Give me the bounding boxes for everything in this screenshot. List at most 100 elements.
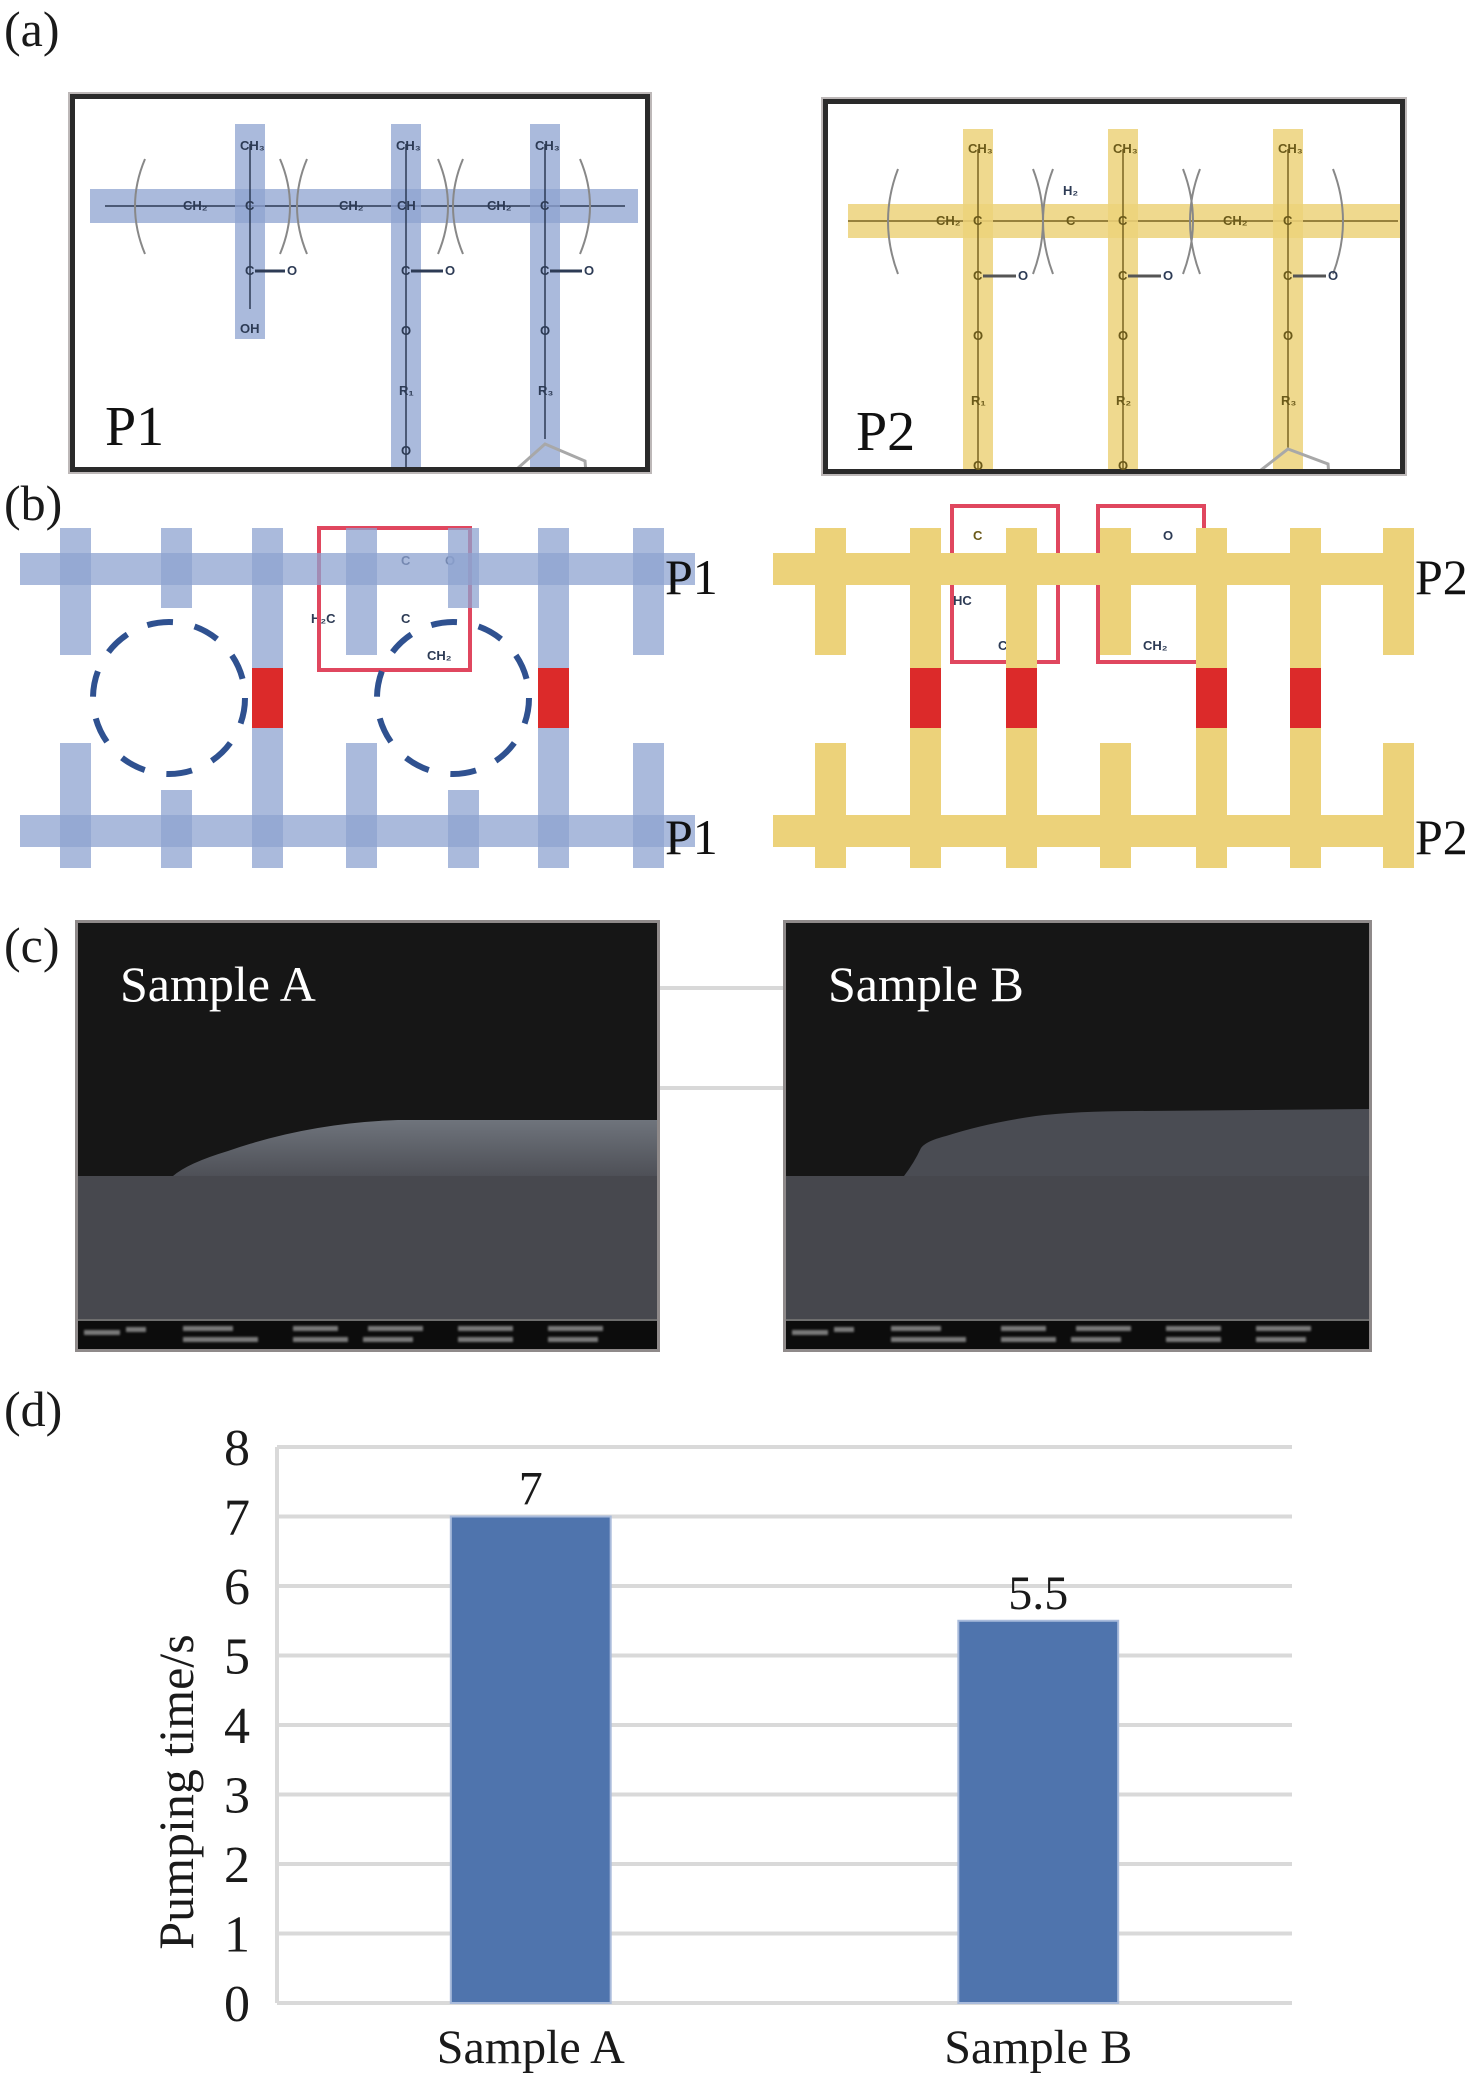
p1-ether-o: O	[401, 323, 412, 338]
y-tick-label: 0	[224, 1976, 250, 2033]
panel-label-b: (b)	[4, 475, 63, 531]
p1-structure-diagram	[90, 124, 638, 467]
sem-image-sample-b: Sample B	[783, 920, 1372, 1352]
data-labels: 75.5	[519, 1463, 1069, 1620]
p2-r-group: R₁	[971, 393, 986, 408]
crosslink-block	[1196, 668, 1227, 728]
connector-line	[660, 1086, 783, 1090]
p1-network	[20, 528, 695, 868]
sem-info-bar	[78, 1319, 657, 1349]
p1-ester-o: O	[401, 443, 412, 458]
p1-backbone-group: CH₂	[183, 198, 208, 213]
p2-side-chain	[1100, 528, 1131, 655]
p1-backbone-group: C	[245, 198, 255, 213]
p2-bracket-close	[1182, 168, 1194, 275]
p2-top-chain-label: P2	[1415, 549, 1468, 605]
void-dashed-circle	[374, 619, 532, 777]
p1-methyl: CH₃	[240, 138, 265, 153]
benzene-ring-icon	[516, 442, 588, 467]
p2-label: P2	[856, 401, 916, 463]
panel-label-d: (d)	[4, 1381, 63, 1437]
p1-side-chain	[60, 528, 91, 655]
p2-ester-o: O	[1118, 458, 1129, 473]
crosslink-block	[1006, 668, 1037, 728]
substrate-layer	[78, 1176, 657, 1326]
p2-structure-diagram	[848, 129, 1400, 469]
p1-hydroxyl: OH	[240, 321, 260, 336]
p1-ether-o: O	[540, 323, 551, 338]
y-tick-label: 1	[224, 1907, 250, 1964]
chart-gridlines	[277, 1445, 1292, 2005]
x-tick-label: Sample A	[437, 2021, 625, 2074]
p2-bottom-chain-label: P2	[1415, 809, 1468, 865]
connector-line	[660, 986, 783, 990]
p1-r-group: R₁	[399, 383, 414, 398]
p2-bracket-close	[1332, 168, 1344, 275]
p2-carbonyl-o: O	[1163, 268, 1174, 283]
p2-backbone-group: CH₂	[936, 213, 961, 228]
p1-side-chain	[346, 528, 377, 655]
p1-methyl: CH₃	[535, 138, 560, 153]
y-tick-label: 6	[224, 1559, 250, 1616]
p2-side-chain	[815, 528, 846, 655]
p1-bracket-close	[579, 158, 591, 255]
panel-label-c: (c)	[4, 917, 60, 973]
crosslink-block	[252, 668, 283, 728]
p1-carbonyl-o: O	[584, 263, 595, 278]
p1-side-chain	[60, 743, 91, 868]
p2-ether-o: O	[1283, 328, 1294, 343]
sem-cross-section	[786, 1109, 1369, 1326]
y-tick-label: 8	[224, 1420, 250, 1477]
p1-methylene: CH₂	[427, 648, 452, 663]
p1-backbone-group: CH₂	[487, 198, 512, 213]
network-diagram	[20, 528, 1414, 868]
p2-vinyl-hc: HC	[953, 593, 972, 608]
y-tick-label: 7	[224, 1490, 250, 1547]
bar-data-label: 7	[519, 1463, 543, 1516]
p2-h2-label: H₂	[1063, 183, 1079, 198]
p1-side-chain	[161, 790, 192, 868]
sem-title: Sample A	[120, 956, 316, 1012]
p1-side-chain	[633, 743, 664, 868]
p2-side-chain	[1383, 743, 1414, 868]
y-tick-label: 5	[224, 1629, 250, 1686]
p1-bracket-open	[296, 158, 308, 255]
p1-carbonyl-c: C	[540, 263, 550, 278]
p1-bracket-close	[437, 158, 449, 255]
chart-bars	[449, 1515, 1120, 2004]
p2-carbonyl-o: O	[1328, 268, 1339, 283]
p1-label: P1	[105, 396, 165, 458]
p2-ether-o: O	[973, 328, 984, 343]
sem-image-sample-a: Sample A	[75, 920, 660, 1352]
sem-cross-section	[78, 1120, 657, 1326]
x-tick-label: Sample B	[944, 2021, 1132, 2074]
p2-r-group: R₂	[1116, 393, 1132, 408]
p1-r-group: R₃	[538, 383, 554, 398]
y-tick-label: 3	[224, 1768, 250, 1825]
p1-side-chain	[346, 743, 377, 868]
y-tick-label: 4	[224, 1698, 250, 1755]
p2-carbonyl-o: O	[1018, 268, 1029, 283]
p2-backbone-group: C	[1066, 213, 1076, 228]
bar-data-label: 5.5	[1008, 1567, 1068, 1620]
p2-r-group: R₃	[1281, 393, 1297, 408]
p1-bracket-close	[279, 158, 291, 255]
p2-methyl: CH₃	[1278, 141, 1303, 156]
substrate-layer	[786, 1176, 1369, 1326]
p1-backbone-group: CH	[397, 198, 416, 213]
p2-carbonyl-c: C	[973, 268, 983, 283]
panel-label-a: (a)	[4, 1, 60, 57]
p2-structure-box: CH₂ C C H₂ C CH₂ C CH₃ C O O R₁ O C O HC…	[823, 99, 1405, 664]
crosslink-block	[910, 668, 941, 728]
sem-info-bar	[786, 1319, 1369, 1349]
p2-ether-o: O	[1118, 328, 1129, 343]
p2-ester-o: O	[973, 458, 984, 473]
p1-backbone-group: CH₂	[339, 198, 364, 213]
p1-methyl: CH₃	[396, 138, 421, 153]
sem-title: Sample B	[828, 956, 1024, 1012]
p1-side-chain	[633, 528, 664, 655]
p2-vinyl-ch2: CH₂	[1143, 638, 1168, 653]
p1-side-chain	[448, 528, 479, 608]
